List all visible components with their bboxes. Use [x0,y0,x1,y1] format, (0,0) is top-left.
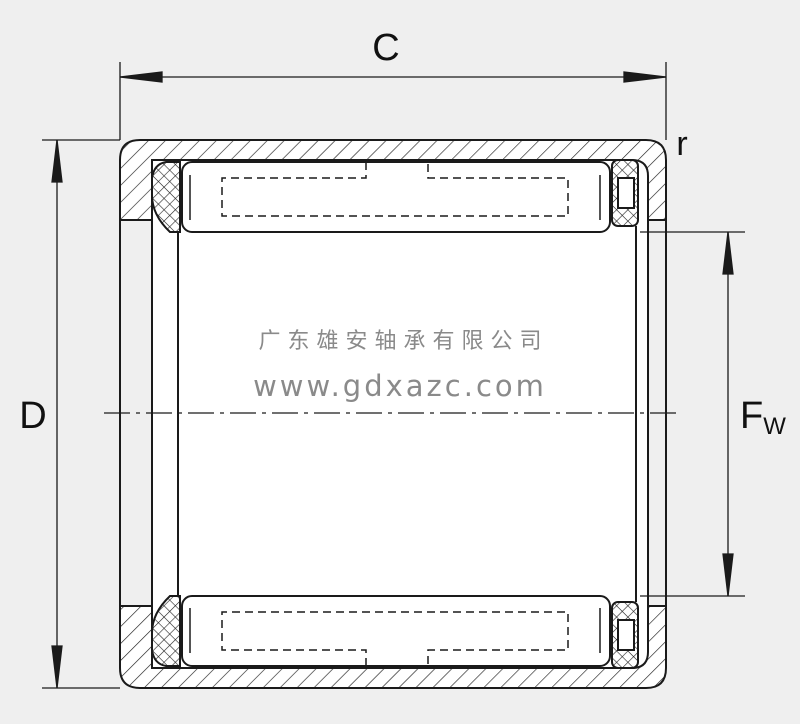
watermark-url: www.gdxazc.com [253,369,547,403]
watermark-company: 广 东 雄 安 轴 承 有 限 公 司 [259,329,542,354]
cup-bottom-wall [119,605,667,689]
label-w-subscript: W [763,413,786,440]
cage-left-top [151,161,181,233]
label-fw: FW [740,395,786,440]
dimension-c [42,62,745,689]
label-d: D [19,395,46,437]
roller-top [181,161,611,233]
label-c: C [372,27,399,69]
label-r: r [676,125,687,163]
cage-left-bottom [151,595,181,667]
cup-top-wall [119,139,667,221]
label-f: F [740,395,763,437]
bore-area [152,160,648,668]
roller-bottom [181,595,611,667]
